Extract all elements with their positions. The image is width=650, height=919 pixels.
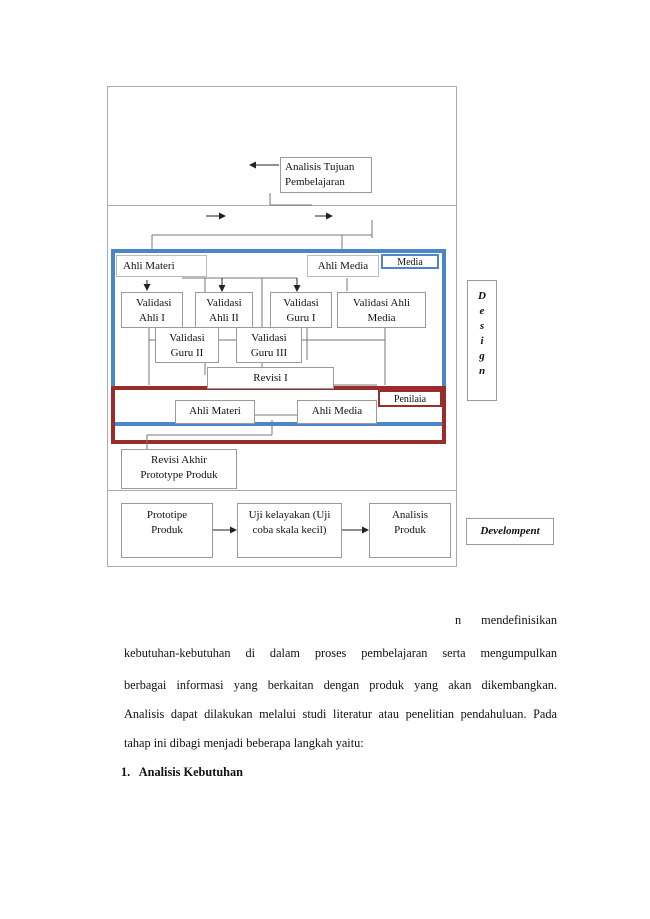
design-letter-d: D — [478, 290, 486, 302]
validasi-ahli-media-box: Validasi Ahli Media — [337, 292, 426, 328]
design-letter-e: e — [479, 305, 485, 317]
uji-kelayakan-box: Uji kelayakan (Uji coba skala kecil) — [237, 503, 342, 558]
media-tab-label: Media — [397, 257, 423, 268]
analisis-produk-box: Analisis Produk — [369, 503, 451, 558]
ahli-media-2-box: Ahli Media — [297, 400, 377, 424]
top-section-frame — [107, 86, 457, 206]
blue-validation-frame — [111, 249, 446, 426]
paragraph-line-2: kebutuhan-kebutuhan di dalam proses pemb… — [124, 646, 557, 660]
revisi-akhir-box: Revisi Akhir Prototype Produk — [121, 449, 237, 489]
design-letter-i: i — [480, 335, 484, 347]
top-arrows — [151, 161, 373, 250]
validasi-guru-2-box: Validasi Guru II — [155, 327, 219, 363]
validasi-ahli-2-box: Validasi Ahli II — [195, 292, 253, 328]
design-letter-s: s — [479, 320, 485, 332]
design-side-label: D e s i g n — [467, 280, 497, 401]
penilaian-tab: Penilaia — [378, 390, 442, 407]
analisis-tujuan-box: Analisis Tujuan Pembelajaran — [280, 157, 372, 193]
development-section-frame — [107, 490, 457, 567]
ahli-media-box: Ahli Media — [307, 255, 379, 277]
penilaian-tab-label: Penilaia — [393, 394, 427, 405]
paragraph-line-3: berbagai informasi yang berkaitan dengan… — [124, 678, 557, 692]
validasi-guru-3-box: Validasi Guru III — [236, 327, 302, 363]
media-tab: Media — [381, 254, 439, 269]
design-letter-g: g — [479, 350, 485, 362]
paragraph-line-4: Analisis dapat dilakukan melalui studi l… — [124, 707, 557, 721]
ahli-materi-2-box: Ahli Materi — [175, 400, 255, 424]
development-arrows — [213, 526, 369, 534]
design-letter-n: n — [478, 365, 486, 377]
section-heading: 1. Analisis Kebutuhan — [121, 765, 243, 779]
revisi-1-box: Revisi I — [207, 367, 334, 389]
paragraph-line-1-end: n mendefinisikan — [455, 613, 557, 627]
paragraph-line-5: tahap ini dibagi menjadi beberapa langka… — [124, 736, 364, 750]
development-side-label: Develompent — [466, 518, 554, 545]
validasi-guru-1-box: Validasi Guru I — [270, 292, 332, 328]
prototipe-produk-box: Prototipe Produk — [121, 503, 213, 558]
validasi-ahli-1-box: Validasi Ahli I — [121, 292, 183, 328]
ahli-materi-box: Ahli Materi — [116, 255, 207, 277]
